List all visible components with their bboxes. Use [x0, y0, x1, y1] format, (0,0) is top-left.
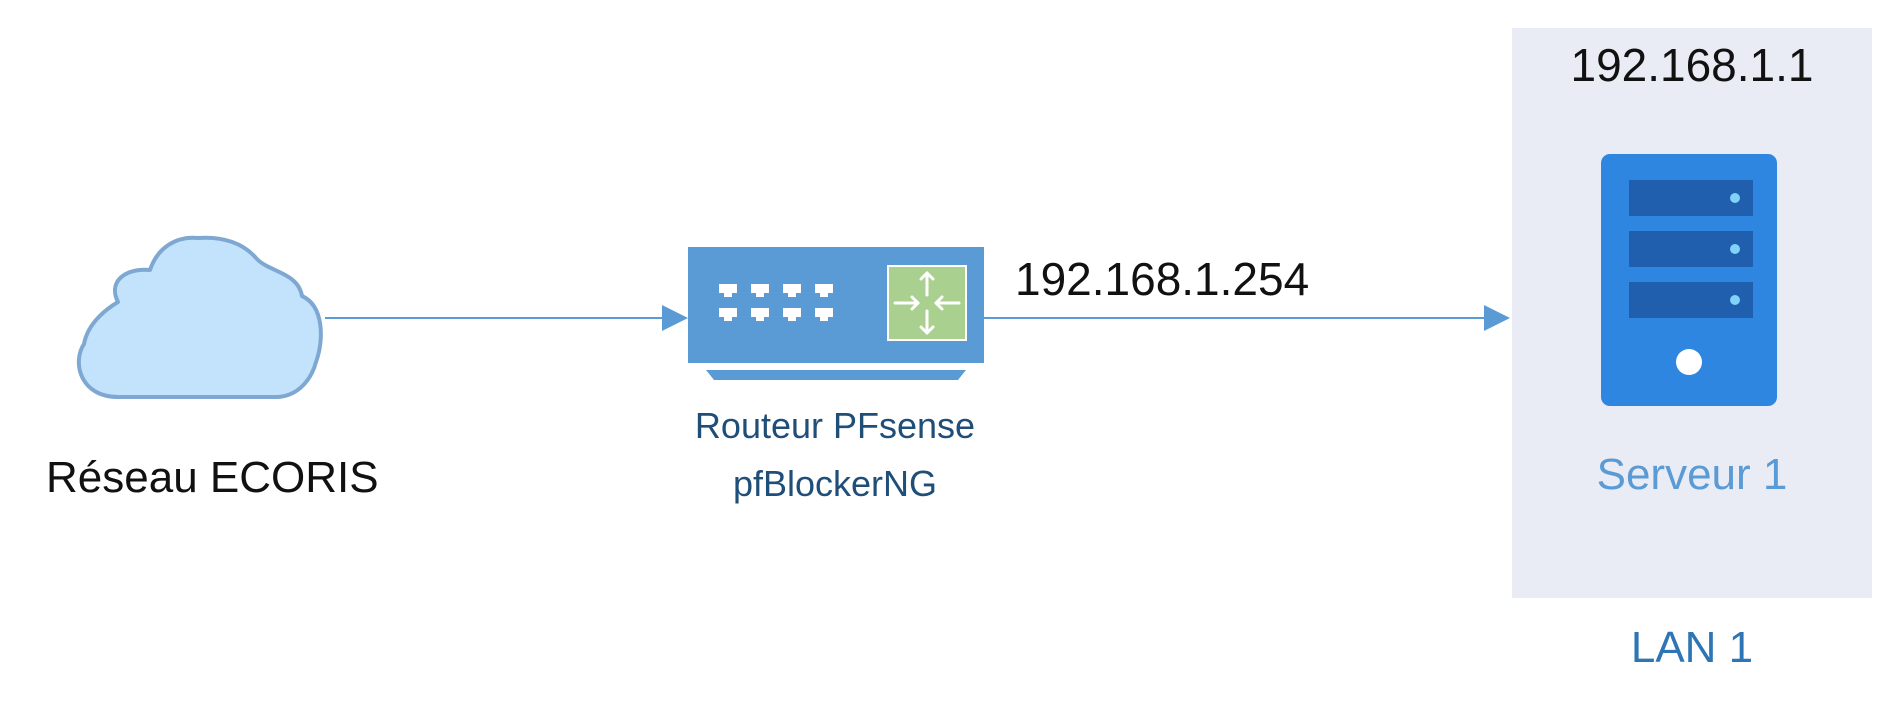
arrowhead [662, 305, 688, 331]
server-icon [1601, 154, 1777, 406]
router-icon [688, 247, 984, 380]
server-label: Serveur 1 [1596, 450, 1788, 499]
server-ip-label: 192.168.1.1 [1570, 39, 1814, 91]
internet-label: Réseau ECORIS [46, 453, 379, 502]
cloud-icon [76, 235, 323, 399]
router-ip-label: 192.168.1.254 [1015, 253, 1310, 305]
edge-router-to-server [984, 305, 1510, 331]
lan-zone-label: LAN 1 [1630, 623, 1754, 672]
router-ports [719, 284, 833, 321]
router-module [887, 265, 967, 341]
router-label: Routeur PFsense [694, 405, 976, 446]
edge-internet-to-router [325, 305, 688, 331]
arrowhead [1484, 305, 1510, 331]
router-sublabel: pfBlockerNG [732, 463, 938, 504]
